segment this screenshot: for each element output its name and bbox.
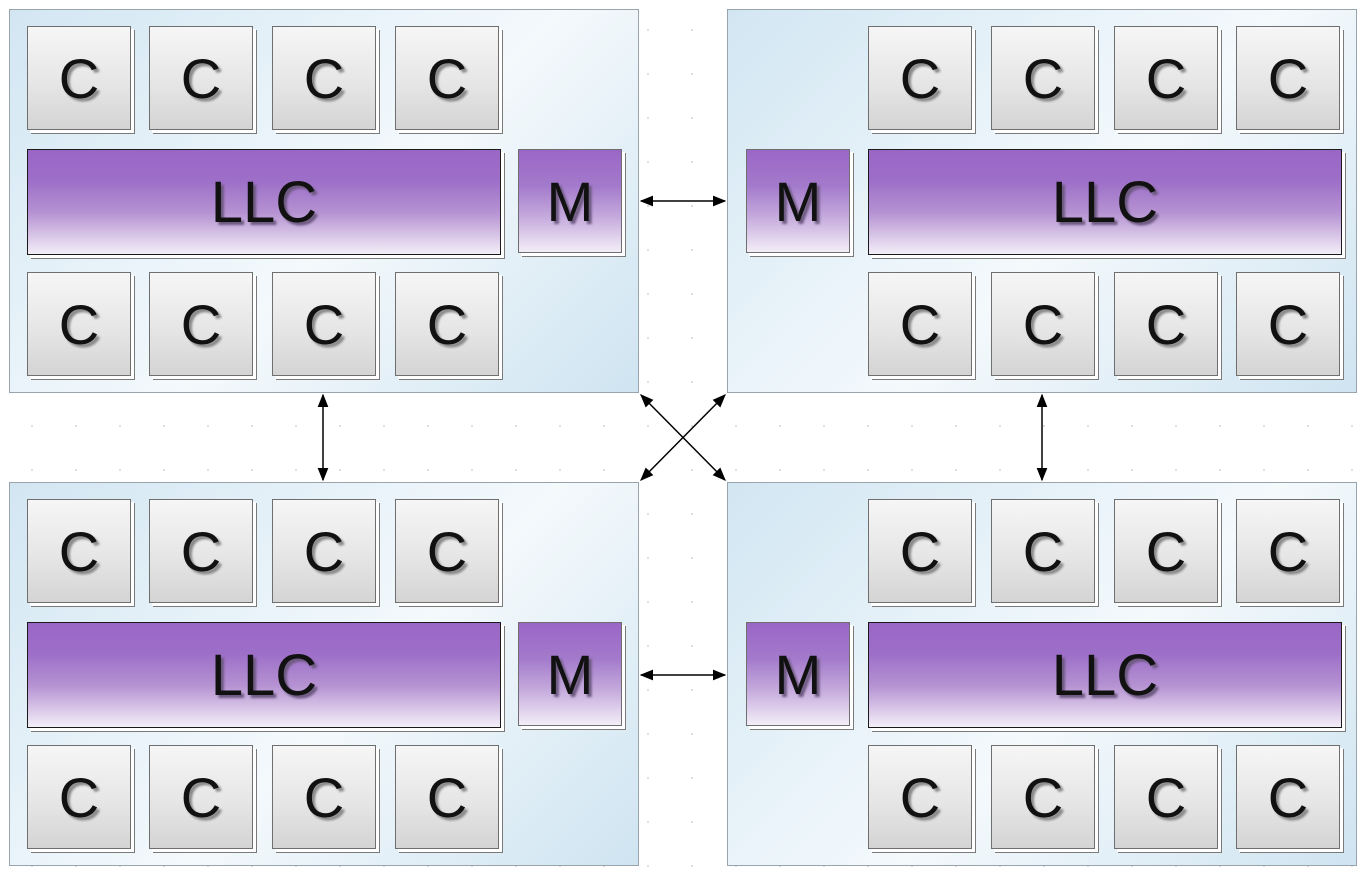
core: C — [868, 499, 972, 603]
core: C — [395, 745, 499, 849]
llc-cache: LLC — [27, 622, 501, 728]
memory-controller: M — [746, 622, 850, 726]
llc-cache: LLC — [868, 622, 1342, 728]
core: C — [1114, 499, 1218, 603]
socket-bottom-left: C C C C LLC M C C C C — [9, 482, 639, 866]
core: C — [1236, 745, 1340, 849]
memory-controller: M — [746, 149, 850, 253]
core: C — [1114, 745, 1218, 849]
memory-controller: M — [518, 149, 622, 253]
core: C — [991, 499, 1095, 603]
core: C — [272, 26, 376, 130]
core: C — [991, 26, 1095, 130]
core: C — [868, 272, 972, 376]
core: C — [395, 26, 499, 130]
core: C — [868, 745, 972, 849]
llc-cache: LLC — [27, 149, 501, 255]
core: C — [272, 272, 376, 376]
core: C — [27, 745, 131, 849]
core: C — [1236, 272, 1340, 376]
memory-controller: M — [518, 622, 622, 726]
core: C — [149, 745, 253, 849]
core: C — [868, 26, 972, 130]
core: C — [1114, 272, 1218, 376]
socket-top-left: C C C C LLC M C C C C — [9, 9, 639, 393]
core: C — [272, 499, 376, 603]
core: C — [149, 26, 253, 130]
core: C — [149, 499, 253, 603]
core: C — [1114, 26, 1218, 130]
core: C — [1236, 499, 1340, 603]
core: C — [1236, 26, 1340, 130]
socket-top-right: C C C C M LLC C C C C — [727, 9, 1357, 393]
core: C — [395, 499, 499, 603]
core: C — [27, 26, 131, 130]
core: C — [149, 272, 253, 376]
core: C — [991, 272, 1095, 376]
core: C — [395, 272, 499, 376]
core: C — [27, 499, 131, 603]
core: C — [991, 745, 1095, 849]
llc-cache: LLC — [868, 149, 1342, 255]
core: C — [272, 745, 376, 849]
core: C — [27, 272, 131, 376]
socket-bottom-right: C C C C M LLC C C C C — [727, 482, 1357, 866]
